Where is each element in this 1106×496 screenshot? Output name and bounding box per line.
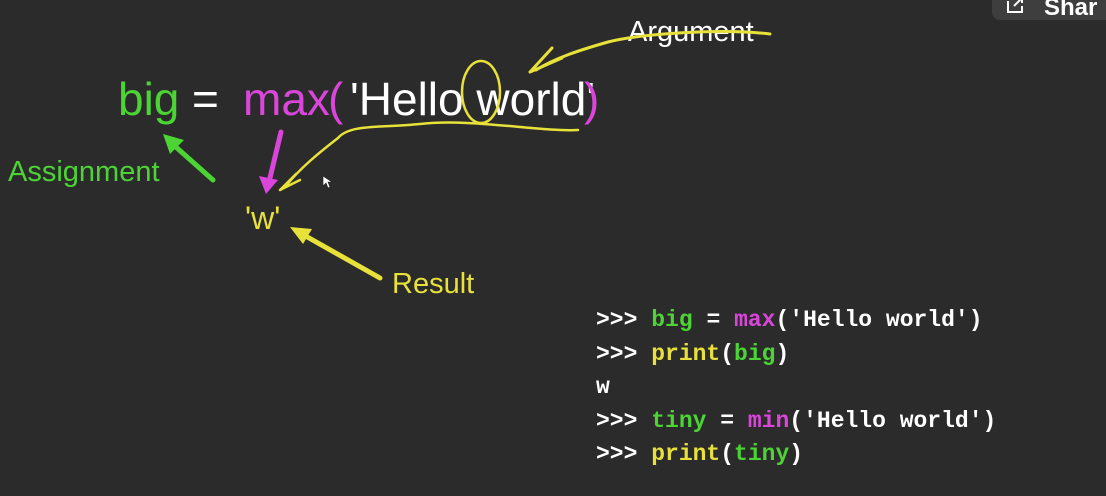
console-token: tiny [734, 441, 790, 467]
argument-arrowhead [528, 46, 564, 74]
result-value: 'w' [245, 200, 281, 236]
statement-argument: 'Hello world' [350, 73, 596, 125]
statement-close-paren: ) [584, 73, 600, 125]
underline-arrowhead [278, 172, 302, 192]
console-line: >>> tiny = min('Hello world') [596, 405, 996, 439]
console-token: ) [775, 340, 790, 367]
console-token: ) [789, 441, 804, 467]
highlight-underline [284, 121, 580, 188]
console-token: print [651, 441, 721, 467]
console-token: >>> [596, 340, 652, 367]
assignment-label: Assignment [8, 156, 160, 188]
console-token: ('Hello world') [775, 307, 983, 333]
console-token: ('Hello world') [789, 407, 997, 434]
console-token: = [692, 307, 735, 333]
console-token: tiny [651, 407, 707, 434]
assignment-arrow [163, 134, 216, 183]
share-button[interactable]: Shar [992, 0, 1106, 21]
console-line: >>> big = max('Hello world') [596, 304, 996, 338]
console-line: >>> print(tiny) [596, 438, 996, 472]
python-console: >>> big = max('Hello world')>>> print(bi… [596, 304, 996, 472]
console-token: >>> [596, 441, 652, 467]
result-arrow [290, 227, 383, 281]
console-token: >>> [596, 407, 652, 434]
console-token: big [734, 340, 776, 367]
console-token: print [651, 340, 721, 367]
console-token: big [651, 307, 693, 333]
console-token: max [734, 307, 776, 333]
console-line: >>> print(big) [596, 338, 996, 372]
console-token: = [706, 407, 748, 434]
statement-function: max [243, 73, 330, 125]
console-line: w [596, 371, 996, 405]
console-token: min [747, 407, 790, 434]
highlight-circle [460, 59, 502, 125]
share-icon [1007, 0, 1023, 13]
statement-open-paren: ( [328, 73, 344, 125]
console-token: >>> [596, 307, 652, 333]
argument-arrow [534, 30, 772, 72]
console-token: ( [720, 340, 735, 367]
statement-equals: = [192, 73, 219, 125]
result-label: Result [392, 268, 475, 300]
result-flow-arrow [259, 129, 284, 194]
console-token: ( [720, 441, 735, 467]
mouse-cursor-icon [322, 175, 333, 189]
share-label: Shar [1044, 0, 1098, 21]
statement-variable: big [118, 73, 180, 125]
console-token: w [596, 374, 610, 400]
